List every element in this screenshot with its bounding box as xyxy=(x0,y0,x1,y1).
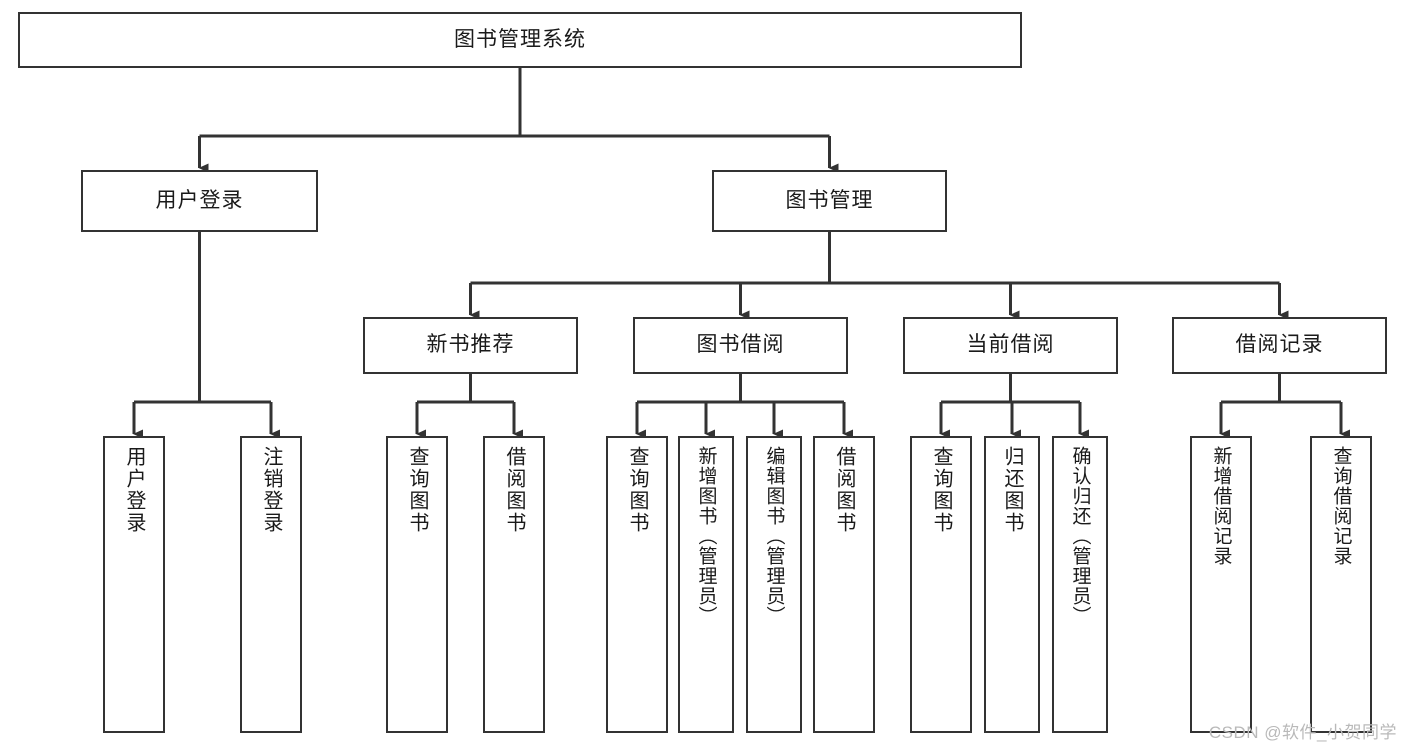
node-records[interactable]: 借阅记录 xyxy=(1172,317,1387,374)
node-l-logout[interactable]: 注销登录 xyxy=(240,436,302,733)
node-label-login: 用户登录 xyxy=(155,188,244,212)
node-borrow[interactable]: 图书借阅 xyxy=(633,317,848,374)
node-label-bookmgr: 图书管理 xyxy=(785,188,874,212)
node-bookmgr[interactable]: 图书管理 xyxy=(712,170,947,232)
node-label-l-re-query: 查询借阅记录 xyxy=(1330,446,1352,566)
node-label-l-bo-query: 查询图书 xyxy=(626,446,648,534)
node-label-l-login: 用户登录 xyxy=(123,446,145,534)
node-label-l-cu-return: 归还图书 xyxy=(1001,446,1023,534)
node-label-borrow: 图书借阅 xyxy=(696,333,785,357)
node-label-newbooks: 新书推荐 xyxy=(426,333,515,357)
node-l-re-query[interactable]: 查询借阅记录 xyxy=(1310,436,1372,733)
node-l-bo-add[interactable]: 新增图书（管理员） xyxy=(678,436,734,733)
node-root[interactable]: 图书管理系统 xyxy=(18,12,1022,68)
node-l-bo-query[interactable]: 查询图书 xyxy=(606,436,668,733)
node-label-l-re-add: 新增借阅记录 xyxy=(1210,446,1232,566)
node-label-root: 图书管理系统 xyxy=(454,27,586,51)
node-newbooks[interactable]: 新书推荐 xyxy=(363,317,578,374)
node-l-cu-query[interactable]: 查询图书 xyxy=(910,436,972,733)
node-login[interactable]: 用户登录 xyxy=(81,170,318,232)
node-l-re-add[interactable]: 新增借阅记录 xyxy=(1190,436,1252,733)
node-label-l-bo-edit: 编辑图书（管理员） xyxy=(763,446,785,626)
node-l-bo-lend[interactable]: 借阅图书 xyxy=(813,436,875,733)
node-label-records: 借阅记录 xyxy=(1235,333,1324,357)
node-current[interactable]: 当前借阅 xyxy=(903,317,1118,374)
node-l-nb-query[interactable]: 查询图书 xyxy=(386,436,448,733)
node-label-l-logout: 注销登录 xyxy=(260,446,282,534)
node-label-l-bo-add: 新增图书（管理员） xyxy=(695,446,717,626)
node-label-l-cu-conf: 确认归还（管理员） xyxy=(1069,446,1091,626)
node-label-current: 当前借阅 xyxy=(966,333,1055,357)
node-l-cu-return[interactable]: 归还图书 xyxy=(984,436,1040,733)
node-l-bo-edit[interactable]: 编辑图书（管理员） xyxy=(746,436,802,733)
node-l-cu-conf[interactable]: 确认归还（管理员） xyxy=(1052,436,1108,733)
node-l-nb-borrow[interactable]: 借阅图书 xyxy=(483,436,545,733)
node-l-login[interactable]: 用户登录 xyxy=(103,436,165,733)
node-label-l-bo-lend: 借阅图书 xyxy=(833,446,855,534)
watermark-text: CSDN @软件_小贺同学 xyxy=(1208,723,1397,742)
node-label-l-nb-borrow: 借阅图书 xyxy=(503,446,525,534)
node-label-l-cu-query: 查询图书 xyxy=(930,446,952,534)
node-label-l-nb-query: 查询图书 xyxy=(406,446,428,534)
